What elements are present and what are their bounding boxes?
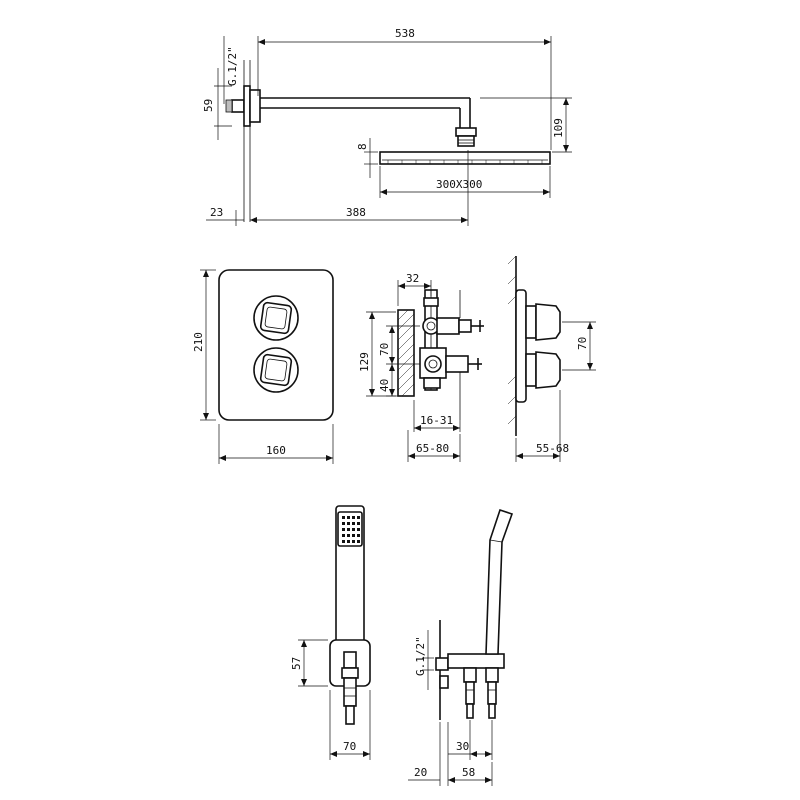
dim-outlet-thread: G.1/2" <box>414 636 427 676</box>
dim-flange-height: 59 <box>202 99 215 112</box>
dim-handle-spacing: 70 <box>576 337 589 350</box>
spray-nozzle-grid <box>342 516 360 543</box>
dim-drop-height: 109 <box>552 118 565 138</box>
dim-depth-range-b: 65-80 <box>416 442 449 455</box>
wall-hatching <box>397 309 415 397</box>
dim-holder-height: 57 <box>290 657 303 670</box>
dim-arm-reach: 388 <box>346 206 366 219</box>
plate-front-view: 210 160 <box>192 269 334 464</box>
dim-lower-offset: 40 <box>378 379 391 392</box>
dim-body-height: 129 <box>358 352 371 372</box>
dim-body-top-width: 32 <box>406 272 419 285</box>
dim-projection-range: 55-68 <box>536 442 569 455</box>
shower-arm-view: 538 G.1/2" 59 109 8 300X300 23 388 <box>202 27 572 226</box>
valve-body-view: 32 129 70 40 16-31 65-80 <box>358 272 484 462</box>
dim-plate-width: 160 <box>266 444 286 457</box>
dim-depth-range-a: 16-31 <box>420 414 453 427</box>
dim-head-thickness: 8 <box>356 143 369 150</box>
dim-inlet-spacing: 70 <box>378 343 391 356</box>
dim-outlet-spacing: 30 <box>456 740 469 753</box>
side-profile-view: 70 55-68 <box>507 255 596 462</box>
dim-plate-height: 210 <box>192 332 205 352</box>
side-wall-hatching <box>507 255 517 425</box>
dim-head-size: 300X300 <box>436 178 482 191</box>
dim-outlet-depth: 58 <box>462 766 475 779</box>
dim-thread-top: G.1/2" <box>226 46 239 86</box>
dim-wall-to-outlet: 20 <box>414 766 427 779</box>
hand-shower-front-view: 57 70 <box>290 505 371 760</box>
dim-holder-width: 70 <box>343 740 356 753</box>
dim-arm-length: 538 <box>395 27 415 40</box>
dim-wall-offset: 23 <box>210 206 223 219</box>
hand-shower-side-view: G.1/2" 30 20 58 <box>408 508 514 786</box>
rain-head-nozzles <box>387 160 543 164</box>
